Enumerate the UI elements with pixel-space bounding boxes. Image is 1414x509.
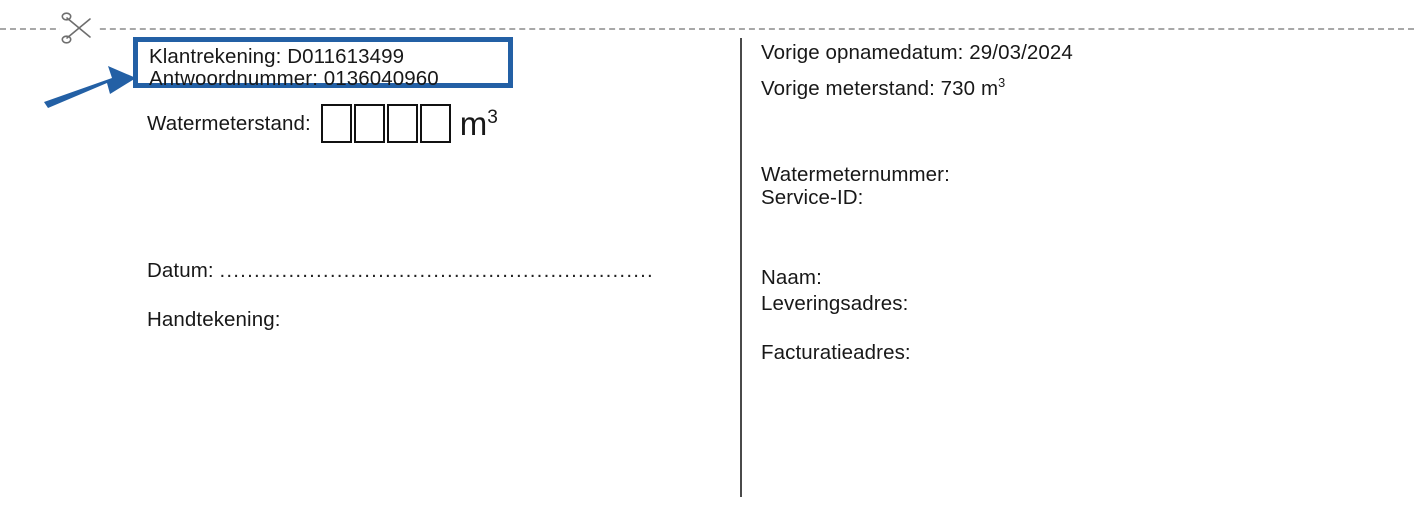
meter-reading-digit-fields[interactable] — [320, 104, 451, 143]
unit-base: m — [459, 105, 488, 142]
blue-arrow-annotation — [40, 58, 140, 110]
column-divider — [740, 38, 742, 497]
reply-number: Antwoordnummer: 0136040960 — [149, 67, 439, 90]
previous-reading-date: Vorige opnamedatum: 29/03/2024 — [761, 41, 1073, 64]
digit-box-3[interactable] — [386, 104, 418, 143]
signature-label: Handtekening: — [147, 308, 281, 331]
name-label: Naam: — [761, 266, 822, 289]
previous-meter-reading: Vorige meterstand: 730 m3 — [761, 76, 1005, 100]
date-label: Datum: — [147, 259, 214, 282]
water-meter-reading-row: Watermeterstand: m3 — [147, 104, 498, 143]
digit-box-1[interactable] — [320, 104, 352, 143]
service-id-label: Service-ID: — [761, 186, 864, 209]
unit-cubic-meter: m3 — [460, 107, 498, 140]
water-meter-reading-label: Watermeterstand: — [147, 111, 311, 135]
date-dot-leader: ........................................… — [219, 259, 654, 282]
customer-account-number: Klantrekening: D011613499 — [149, 45, 405, 68]
cut-line-divider — [0, 28, 1414, 30]
billing-address-label: Facturatieadres: — [761, 341, 911, 364]
scissors-icon — [60, 8, 96, 48]
date-field-row[interactable]: Datum: .................................… — [147, 259, 654, 283]
digit-box-4[interactable] — [419, 104, 451, 143]
digit-box-2[interactable] — [353, 104, 385, 143]
previous-meter-reading-text: Vorige meterstand: 730 m — [761, 77, 999, 100]
account-highlight-box: Klantrekening: D011613499 Antwoordnummer… — [133, 37, 513, 90]
supply-address-label: Leveringsadres: — [761, 292, 909, 315]
unit-exponent: 3 — [487, 107, 498, 128]
water-meter-number-label: Watermeternummer: — [761, 163, 950, 186]
previous-meter-reading-exponent: 3 — [998, 75, 1006, 91]
